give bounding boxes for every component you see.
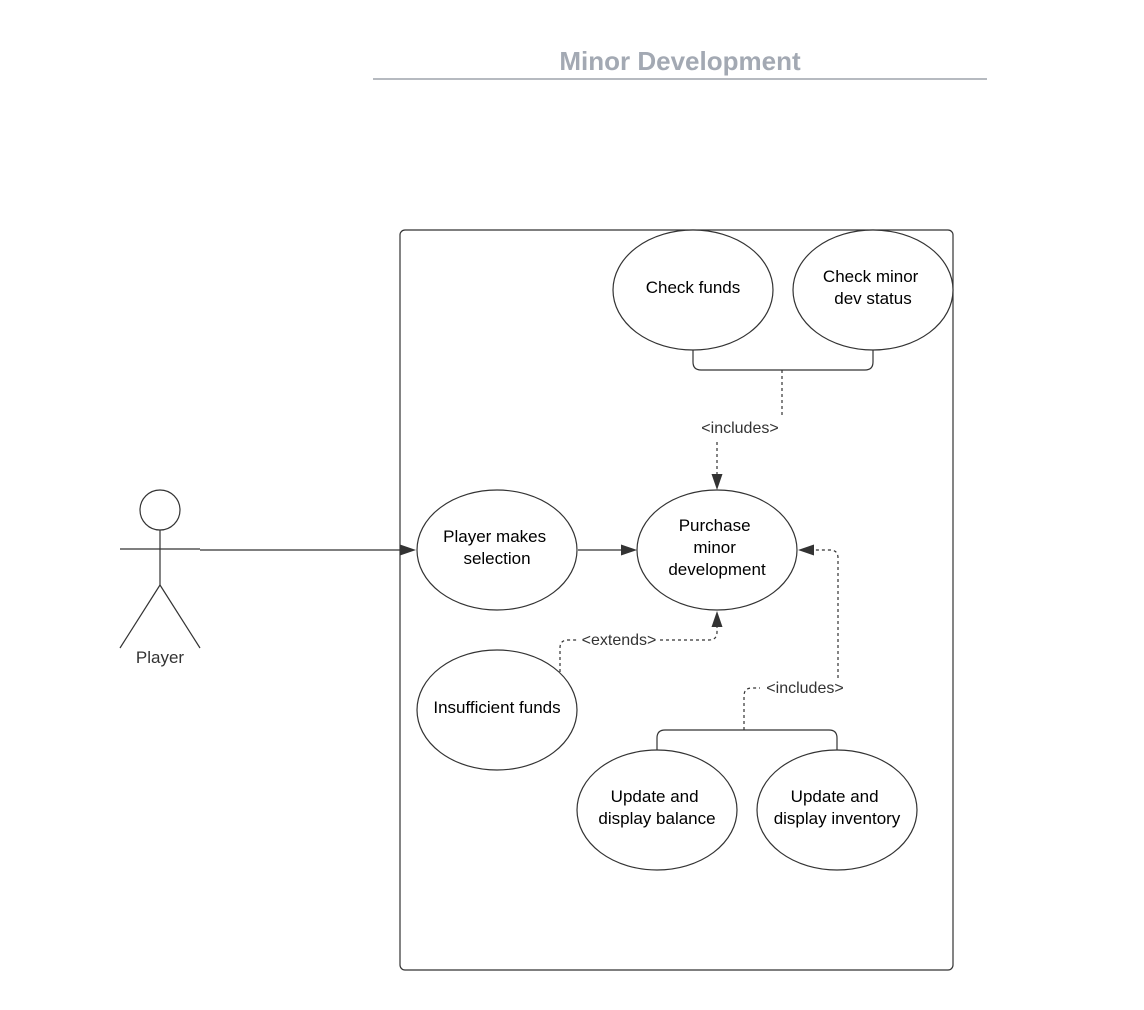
use-case-purchase-minor-development: Purchase minor development bbox=[636, 489, 798, 611]
label-line: Check minor bbox=[823, 267, 919, 286]
label-line: display inventory bbox=[774, 809, 901, 828]
association-actor-arrowhead bbox=[400, 544, 416, 556]
use-case-ellipse bbox=[756, 749, 918, 871]
use-case-ellipse bbox=[416, 489, 578, 611]
actor-head bbox=[139, 489, 181, 531]
use-case-ellipse bbox=[416, 649, 578, 771]
label-line: Insufficient funds bbox=[433, 698, 560, 717]
include-bracket-top bbox=[692, 350, 874, 371]
include-connector-bottom-right bbox=[814, 549, 839, 678]
use-case-insufficient-funds: Insufficient funds bbox=[416, 649, 578, 771]
actor-player: Player bbox=[119, 489, 201, 667]
includes-label-top: <includes> bbox=[701, 420, 778, 437]
extends-label: <extends> bbox=[582, 632, 657, 649]
actor-label: Player bbox=[136, 648, 185, 667]
association-selection-arrowhead bbox=[621, 544, 637, 556]
actor-left-leg bbox=[119, 584, 161, 649]
label-line: display balance bbox=[598, 809, 715, 828]
actor-right-leg bbox=[159, 584, 201, 649]
label-line: dev status bbox=[834, 289, 912, 308]
label-line: development bbox=[668, 560, 766, 579]
use-case-ellipse bbox=[636, 489, 798, 611]
label-line: Player makes bbox=[443, 527, 546, 546]
use-case-label: Update and display inventory bbox=[774, 787, 901, 828]
include-bracket-bottom bbox=[656, 729, 838, 750]
extend-arrowhead bbox=[711, 611, 723, 627]
include-connector-bottom-left bbox=[743, 687, 760, 730]
use-case-update-display-balance: Update and display balance bbox=[576, 749, 738, 871]
use-case-ellipse bbox=[576, 749, 738, 871]
label-line: Purchase bbox=[679, 516, 751, 535]
use-case-label: Check funds bbox=[646, 278, 741, 297]
use-case-label: Player makes selection bbox=[443, 527, 551, 568]
include-arrowhead-bottom bbox=[798, 544, 814, 556]
label-line: selection bbox=[463, 549, 530, 568]
use-case-label: Insufficient funds bbox=[433, 698, 560, 717]
use-case-player-makes-selection: Player makes selection bbox=[416, 489, 578, 611]
label-line: Update and bbox=[611, 787, 699, 806]
use-case-label: Update and display balance bbox=[598, 787, 715, 828]
diagram-title: Minor Development bbox=[559, 46, 801, 76]
use-case-ellipse bbox=[792, 229, 954, 351]
extend-connector bbox=[559, 639, 577, 672]
include-arrowhead-top bbox=[711, 474, 723, 490]
use-case-label: Purchase minor development bbox=[668, 516, 766, 579]
extend-connector-right bbox=[660, 624, 718, 641]
includes-label-bottom: <includes> bbox=[766, 680, 843, 697]
use-case-update-display-inventory: Update and display inventory bbox=[756, 749, 918, 871]
use-case-check-funds: Check funds bbox=[612, 229, 774, 351]
use-case-ellipse bbox=[612, 229, 774, 351]
label-line: Update and bbox=[791, 787, 879, 806]
use-case-check-minor-dev-status: Check minor dev status bbox=[792, 229, 954, 351]
label-line: Check funds bbox=[646, 278, 741, 297]
use-case-label: Check minor dev status bbox=[823, 267, 923, 308]
label-line: minor bbox=[693, 538, 736, 557]
system-boundary bbox=[399, 229, 954, 971]
